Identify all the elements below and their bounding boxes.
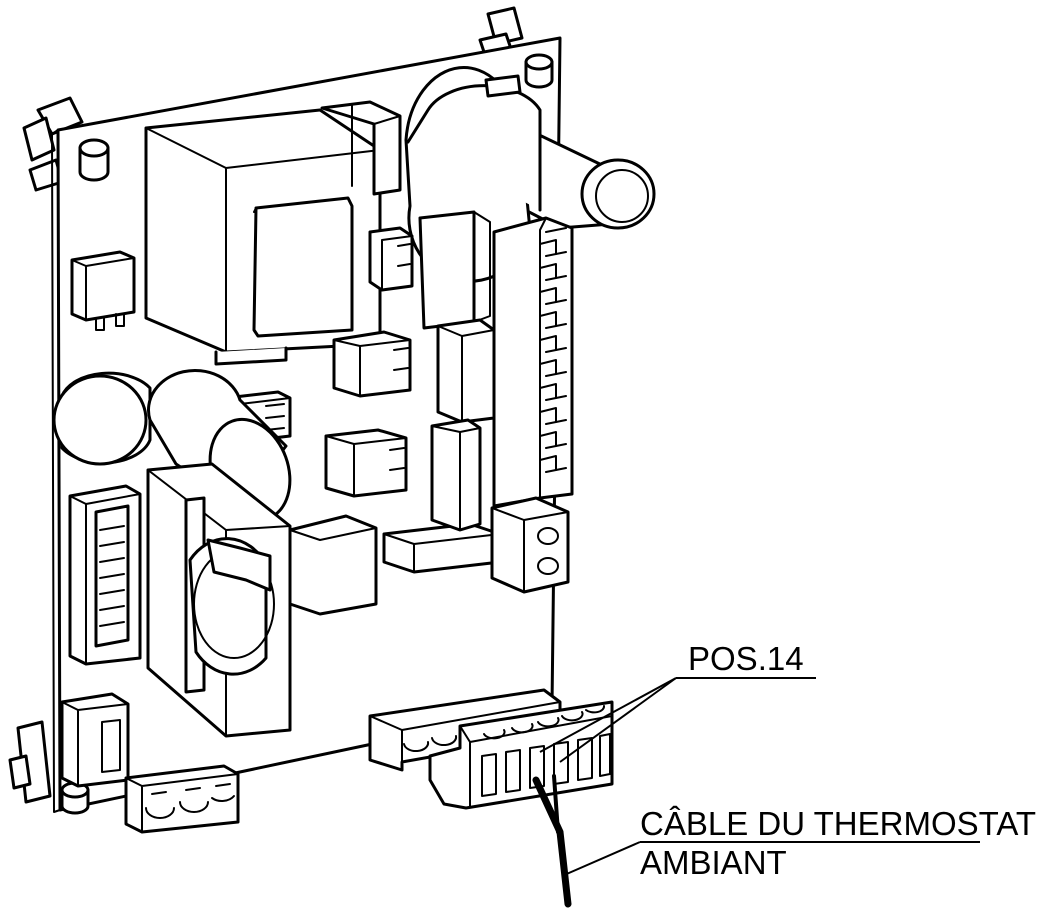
small-relay-left bbox=[70, 250, 136, 331]
mounting-post-top-left bbox=[78, 138, 110, 182]
mounting-post-top-right bbox=[524, 53, 554, 89]
thermostat-cable bbox=[532, 774, 572, 908]
bar-component bbox=[382, 418, 502, 574]
connector-middle-3 bbox=[324, 428, 408, 498]
round-capacitor-left bbox=[52, 371, 152, 466]
connector-bottom-left-horizontal bbox=[124, 764, 240, 834]
transformer bbox=[144, 108, 382, 366]
callout-thermostat-cable bbox=[561, 841, 980, 877]
board-edge-thickness bbox=[51, 129, 61, 813]
mounting-post-bottom-left bbox=[60, 781, 90, 815]
connector-top-small bbox=[320, 100, 402, 196]
connector-middle-2 bbox=[332, 330, 412, 398]
pin-header-left bbox=[68, 484, 142, 666]
terminal-block-pos14 bbox=[428, 700, 614, 810]
relay-assembly bbox=[146, 462, 292, 738]
thermostat-cable-label-line1: CÂBLE DU THERMOSTAT bbox=[640, 805, 1036, 842]
connector-bottom-left-vertical bbox=[60, 692, 130, 788]
connector-middle-1 bbox=[368, 226, 414, 292]
thermostat-cable-label-line2: AMBIANT bbox=[640, 844, 787, 881]
terminal-strip-right bbox=[492, 216, 574, 508]
connector-2pin-right bbox=[490, 496, 570, 594]
component-tall-middle-lower bbox=[436, 318, 496, 424]
callout-pos14 bbox=[539, 677, 816, 763]
mounting-clip-top-left bbox=[22, 96, 84, 192]
mounting-clip-bottom-left bbox=[8, 720, 52, 804]
component-tall-middle-upper bbox=[418, 210, 491, 330]
pos14-label: POS.14 bbox=[688, 640, 804, 677]
rectangular-component-middle bbox=[288, 514, 378, 616]
